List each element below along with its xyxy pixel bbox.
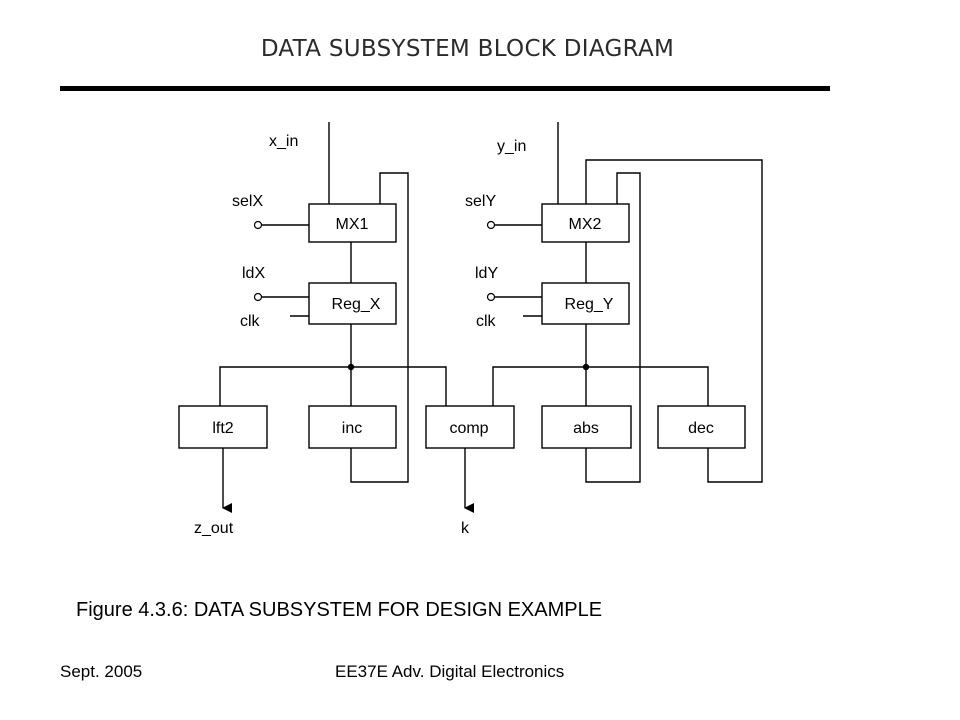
regy-label: Reg_Y: [565, 296, 614, 313]
abs-block: [541, 405, 632, 449]
mx1-block: [308, 203, 397, 243]
footer-date: Sept. 2005: [60, 662, 143, 681]
wire-abs-feedback: [585, 172, 641, 483]
comp-label: comp: [449, 420, 488, 437]
sely-terminal: [486, 220, 496, 230]
inc-block: [308, 405, 397, 449]
wire-dec-feedback: [585, 159, 763, 483]
ldy-terminal: [486, 292, 496, 302]
x-in-label: x_in: [269, 133, 298, 150]
regx-block: [308, 282, 397, 325]
wire-y-bus: [492, 366, 709, 406]
regx-label: Reg_X: [332, 296, 381, 313]
dec-block: [657, 405, 746, 449]
slide-title: DATA SUBSYSTEM BLOCK DIAGRAM: [260, 36, 675, 62]
inc-label: inc: [342, 420, 362, 437]
footer-course: EE37E Adv. Digital Electronics: [335, 662, 565, 681]
y-in-label: y_in: [497, 138, 526, 155]
ldx-terminal: [253, 292, 263, 302]
mx2-label: MX2: [569, 216, 602, 233]
z-out-label: z_out: [194, 520, 234, 537]
title-rule: [60, 86, 830, 91]
selx-terminal: [253, 220, 263, 230]
ldx-label: ldX: [242, 265, 265, 282]
abs-label: abs: [573, 420, 599, 437]
x-bus-junction: [347, 363, 355, 371]
mx2-block: [541, 203, 630, 243]
dec-label: dec: [688, 420, 714, 437]
comp-block: [425, 405, 515, 449]
selx-label: selX: [232, 193, 263, 210]
regy-block: [541, 282, 630, 325]
k-label: k: [461, 520, 470, 537]
clkx-label: clk: [240, 313, 261, 330]
figure-caption: Figure 4.3.6: DATA SUBSYSTEM FOR DESIGN …: [76, 599, 603, 621]
y-bus-junction: [582, 363, 590, 371]
lft2-label: lft2: [212, 420, 233, 437]
ldy-label: ldY: [475, 265, 498, 282]
mx1-label: MX1: [336, 216, 369, 233]
wire-inc-feedback: [350, 172, 409, 483]
lft2-block: [178, 405, 268, 449]
sely-label: selY: [465, 193, 496, 210]
wire-x-bus: [219, 366, 447, 406]
clky-label: clk: [476, 313, 497, 330]
